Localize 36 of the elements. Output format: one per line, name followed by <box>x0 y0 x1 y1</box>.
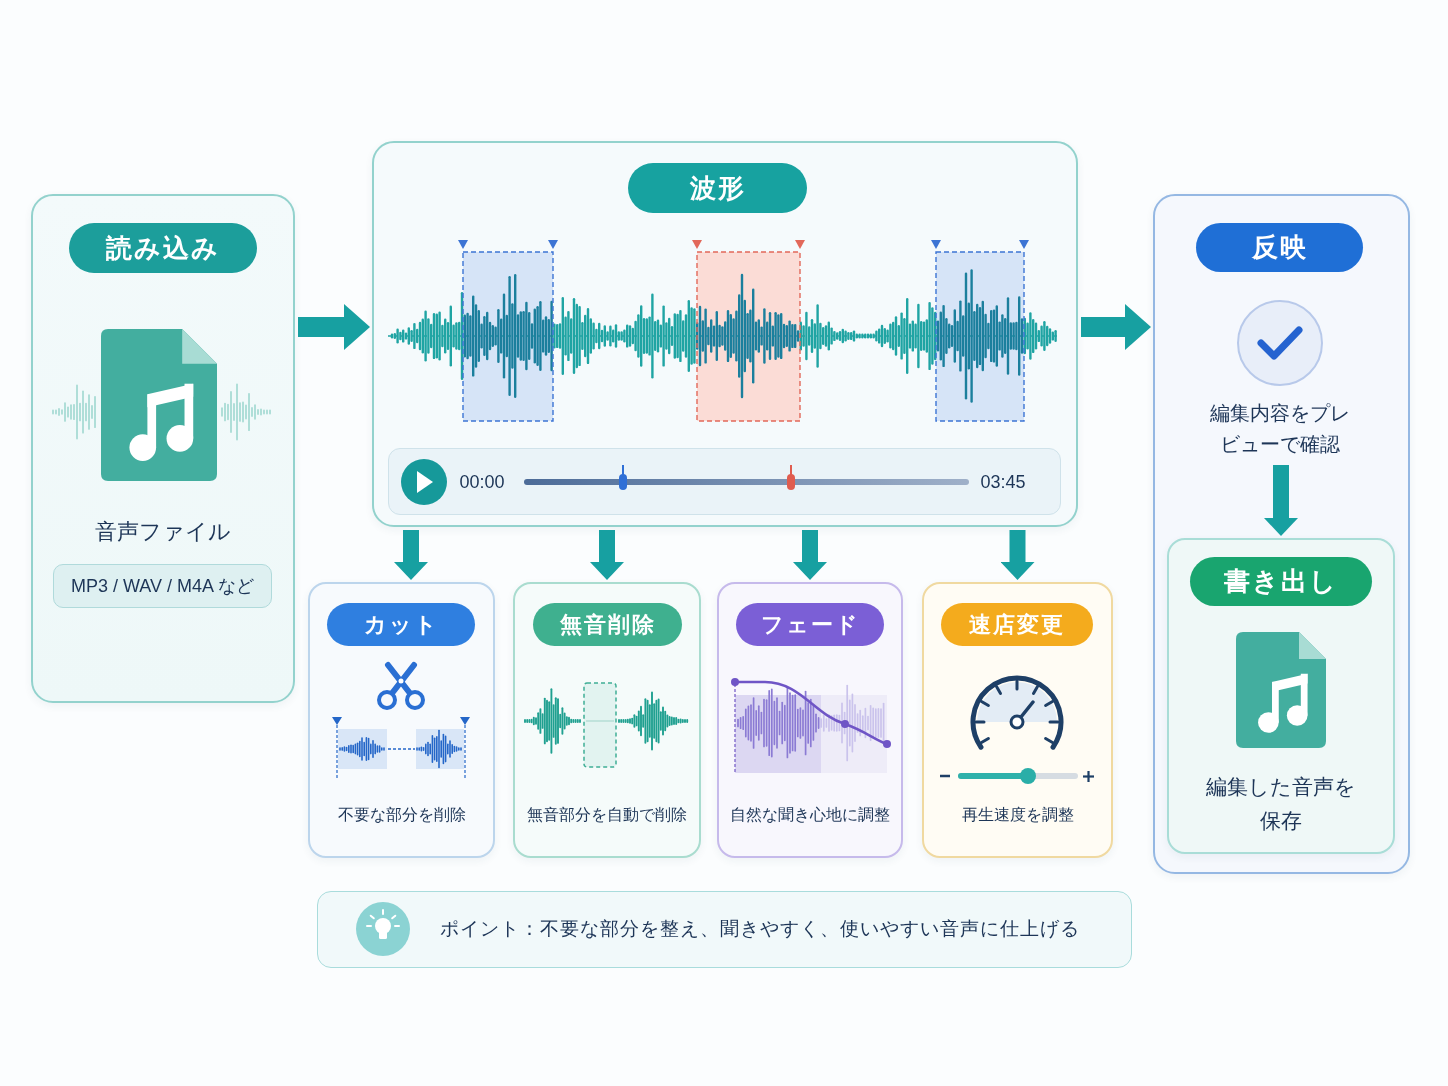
step-description: 音声ファイル <box>94 518 232 546</box>
step-card <box>717 582 903 858</box>
heading-pill: 速店変更 <box>941 603 1093 646</box>
step-description: 自然な聞き心地に調整 <box>729 805 891 825</box>
arrow <box>793 530 827 580</box>
step-description: 編集内容をプレビューで確認 <box>1176 398 1384 462</box>
step-description: 不要な部分を削除 <box>336 805 467 825</box>
arrow <box>590 530 624 580</box>
arrow <box>1000 530 1035 580</box>
step-panel <box>372 141 1078 527</box>
step-card <box>308 582 495 858</box>
player-bar <box>388 448 1061 515</box>
heading-pill: 読み込み <box>69 223 257 273</box>
tip-text: ポイント：不要な部分を整え、聞きやすく、使いやすい音声に仕上げる <box>439 916 1081 941</box>
arrow <box>394 530 428 580</box>
heading-pill: 波形 <box>628 163 807 213</box>
arrow <box>1264 465 1298 536</box>
time-label: 03:45 <box>980 470 1027 494</box>
heading-pill: 書き出し <box>1190 557 1372 606</box>
step-panel <box>31 194 295 703</box>
arrow <box>1081 304 1151 350</box>
step-description: 無音部分を自動で削除 <box>526 805 688 825</box>
step-panel <box>1153 194 1410 874</box>
format-tag: MP3 / WAV / M4A など <box>53 564 272 608</box>
step-card <box>513 582 701 858</box>
step-card <box>922 582 1113 858</box>
arrow <box>298 304 370 350</box>
heading-pill: カット <box>327 603 475 646</box>
time-label: 00:00 <box>459 470 506 494</box>
tip-banner <box>317 891 1132 968</box>
heading-pill: 無音削除 <box>533 603 682 646</box>
heading-pill: フェード <box>736 603 884 646</box>
step-description: 編集した音声を保存 <box>1205 774 1357 834</box>
step-description: 再生速度を調整 <box>960 805 1075 825</box>
heading-pill: 反映 <box>1196 223 1363 272</box>
step-panel <box>1167 538 1395 854</box>
